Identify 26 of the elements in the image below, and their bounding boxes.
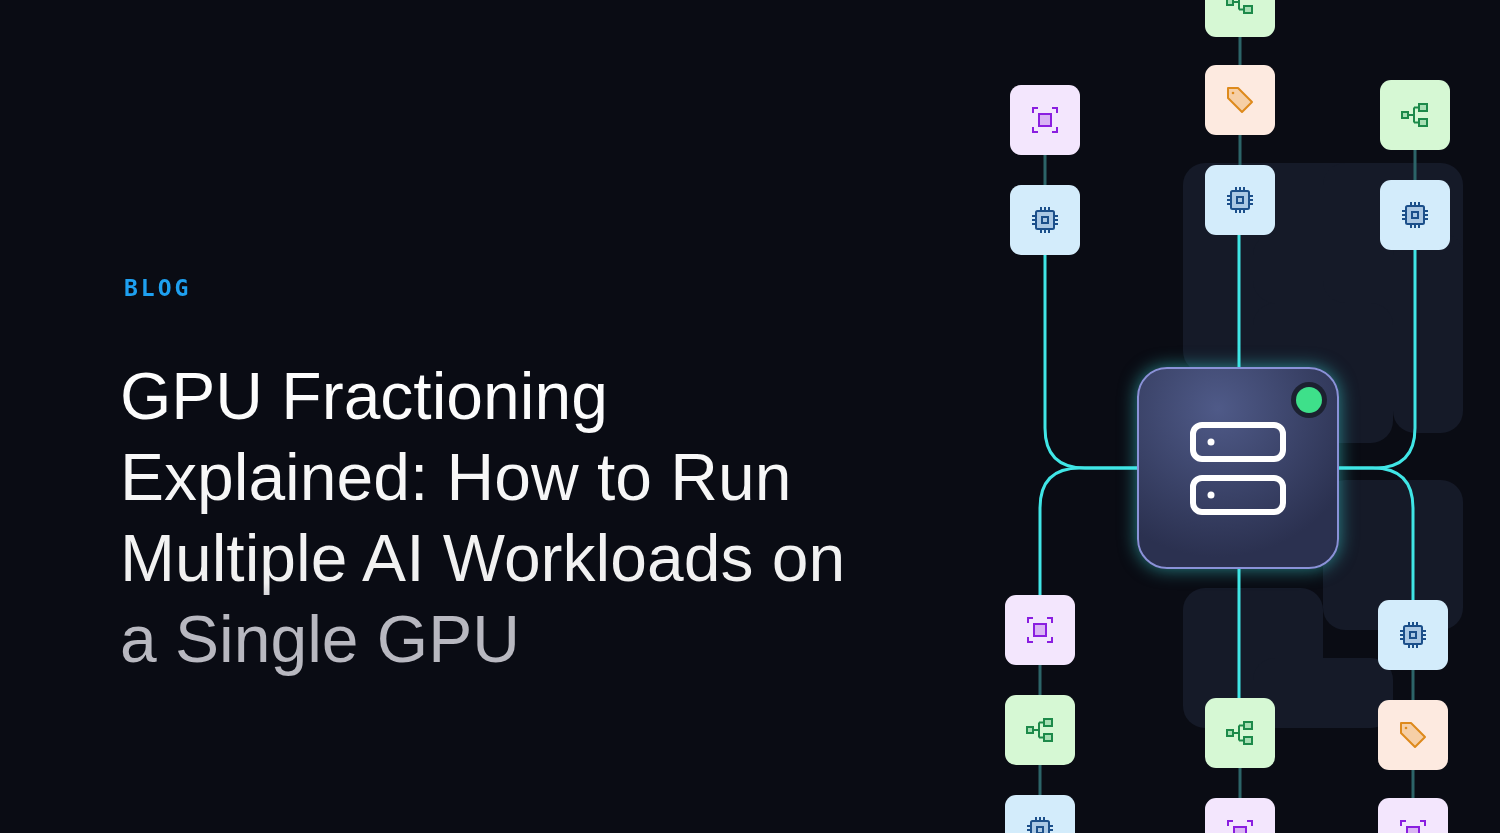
icon-tile	[1378, 700, 1448, 770]
connector-line	[1238, 37, 1242, 65]
connector-line	[1413, 150, 1417, 180]
server-card	[1137, 367, 1339, 569]
icon-tile	[1378, 600, 1448, 670]
icon-tile	[1005, 595, 1075, 665]
icon-tile	[1010, 85, 1080, 155]
icon-tile	[1010, 185, 1080, 255]
connector-line	[1043, 155, 1047, 185]
connector-line	[1238, 135, 1242, 165]
connector-line	[1411, 770, 1415, 798]
icon-tile	[1205, 698, 1275, 768]
connector-line	[1237, 569, 1241, 698]
icon-tile	[1005, 695, 1075, 765]
icon-tile	[1380, 180, 1450, 250]
connector-line	[1237, 235, 1241, 367]
connector-line	[1038, 765, 1042, 795]
connector-line	[1038, 665, 1042, 695]
connector-line	[1038, 466, 1137, 595]
icon-tile	[1380, 80, 1450, 150]
category-label: BLOG	[124, 275, 192, 301]
icon-tile	[1205, 65, 1275, 135]
connector-line	[1411, 670, 1415, 700]
connector-line	[1339, 466, 1415, 600]
icon-tile	[1205, 165, 1275, 235]
connector-line	[1238, 768, 1242, 798]
